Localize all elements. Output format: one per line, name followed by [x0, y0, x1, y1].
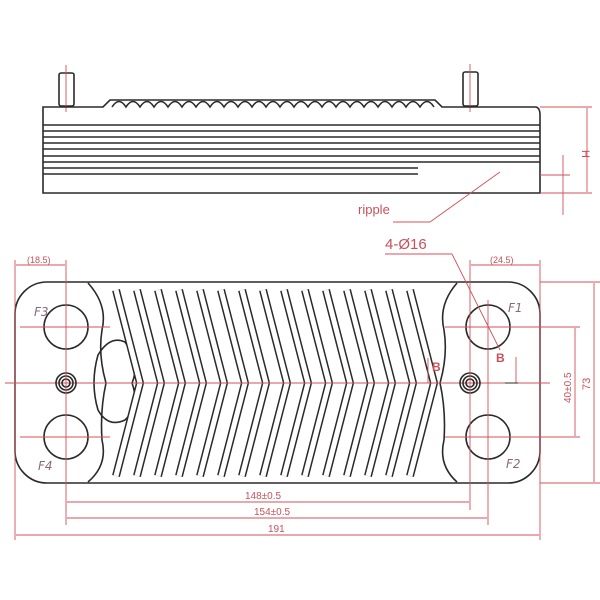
dim-154: 154±0.5	[67, 507, 487, 519]
dim-148: 148±0.5	[67, 491, 469, 503]
svg-text:(18.5): (18.5)	[27, 255, 51, 265]
pin-left	[58, 72, 75, 107]
label-f2: F2	[506, 457, 521, 471]
ripple-leader	[429, 171, 501, 223]
dim-191: 191	[16, 524, 539, 536]
dim-left-offset: (18.5)	[16, 255, 65, 266]
h-label: H	[579, 150, 591, 158]
svg-text:40±0.5: 40±0.5	[563, 372, 574, 403]
svg-text:(24.5): (24.5)	[490, 255, 514, 265]
svg-text:73: 73	[581, 378, 593, 390]
dim-overall-height: 73	[581, 283, 595, 482]
side-view: ripple H	[42, 64, 592, 223]
svg-text:148±0.5: 148±0.5	[245, 491, 282, 502]
plate-view: F3 F4 F1 F2 4-Ø16 B B (18.5) (24.5) 40±0…	[5, 236, 600, 540]
pin-right	[462, 71, 479, 107]
label-f1: F1	[508, 301, 523, 315]
svg-text:191: 191	[268, 524, 285, 535]
svg-text:154±0.5: 154±0.5	[254, 507, 291, 518]
hole-spec: 4-Ø16	[385, 236, 427, 253]
ripple-top	[111, 100, 435, 109]
hole-leader	[451, 253, 501, 351]
label-f3: F3	[34, 305, 49, 319]
side-plate-lines	[43, 124, 540, 175]
dim-right-offset: (24.5)	[471, 255, 539, 266]
side-body-outline	[42, 99, 541, 194]
label-f4: F4	[38, 459, 53, 473]
gasket-right	[439, 282, 458, 483]
section-mark-2: B	[496, 351, 505, 365]
section-mark-1: B	[432, 360, 441, 374]
dim-port-vertical: 40±0.5	[563, 328, 576, 436]
gasket-left	[87, 282, 107, 483]
ripple-label: ripple	[358, 202, 390, 217]
